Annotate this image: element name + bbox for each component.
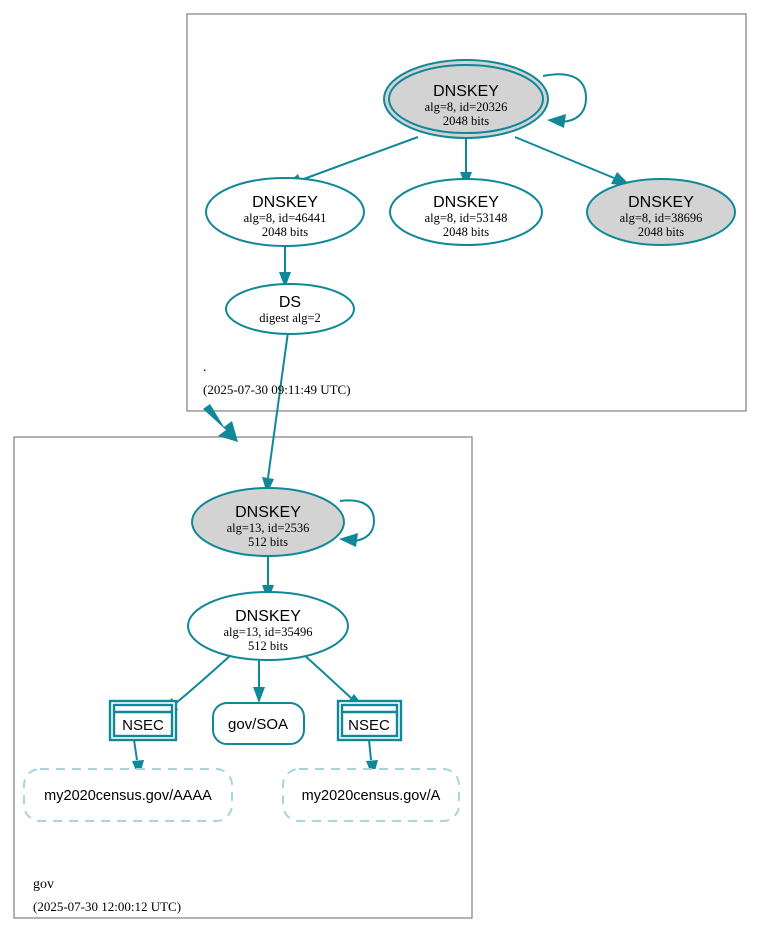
zone-label-gov-name: gov xyxy=(33,877,54,892)
node-detail: alg=8, id=38696 xyxy=(620,211,703,225)
node-title: DNSKEY xyxy=(433,83,499,100)
node-title: DS xyxy=(279,294,301,311)
node-leaf-my2020census-a[interactable]: my2020census.gov/A xyxy=(282,768,460,822)
node-title: DNSKEY xyxy=(235,504,301,521)
node-dnskey-root-ksk-20326[interactable]: DNSKEY alg=8, id=20326 2048 bits xyxy=(383,59,549,139)
node-dnskey-gov-zsk-35496[interactable]: DNSKEY alg=13, id=35496 512 bits xyxy=(187,591,349,661)
node-bits: 512 bits xyxy=(248,535,288,549)
node-nsec-right[interactable]: NSEC xyxy=(336,699,403,742)
edge-root-ksk-self-sign xyxy=(542,73,588,128)
zone-label-gov-timestamp: (2025-07-30 12:00:12 UTC) xyxy=(33,899,181,914)
node-label: NSEC xyxy=(122,717,164,734)
node-label: gov/SOA xyxy=(228,716,288,733)
node-title: DNSKEY xyxy=(252,194,318,211)
node-rrset-gov-soa[interactable]: gov/SOA xyxy=(212,702,305,745)
node-label: my2020census.gov/A xyxy=(302,788,441,804)
node-title: DNSKEY xyxy=(235,608,301,625)
node-bits: 2048 bits xyxy=(638,225,684,239)
node-bits: 2048 bits xyxy=(443,114,489,128)
node-bits: 512 bits xyxy=(248,639,288,653)
node-dnskey-root-key-38696[interactable]: DNSKEY alg=8, id=38696 2048 bits xyxy=(586,178,736,246)
node-detail: alg=8, id=20326 xyxy=(425,100,508,114)
edge-zsk-46441-to-ds xyxy=(279,245,291,288)
node-detail: digest alg=2 xyxy=(259,311,321,325)
edge-gov-ksk-self-sign xyxy=(339,499,376,547)
node-leaf-my2020census-aaaa[interactable]: my2020census.gov/AAAA xyxy=(23,768,233,822)
node-detail: alg=8, id=53148 xyxy=(425,211,508,225)
edge-ds-to-gov-ksk xyxy=(262,331,289,494)
node-nsec-left[interactable]: NSEC xyxy=(108,699,178,742)
node-detail: alg=13, id=2536 xyxy=(227,521,310,535)
node-bits: 2048 bits xyxy=(262,225,308,239)
node-label: my2020census.gov/AAAA xyxy=(44,788,212,804)
node-title: DNSKEY xyxy=(628,194,694,211)
node-title: DNSKEY xyxy=(433,194,499,211)
node-label: NSEC xyxy=(348,717,390,734)
zone-label-root-name: . xyxy=(203,360,207,375)
node-dnskey-root-zsk-46441[interactable]: DNSKEY alg=8, id=46441 2048 bits xyxy=(205,177,365,247)
node-ds[interactable]: DS digest alg=2 xyxy=(225,283,355,335)
node-bits: 2048 bits xyxy=(443,225,489,239)
node-detail: alg=8, id=46441 xyxy=(244,211,327,225)
node-detail: alg=13, id=35496 xyxy=(223,625,312,639)
node-dnskey-gov-ksk-2536[interactable]: DNSKEY alg=13, id=2536 512 bits xyxy=(191,487,345,557)
node-dnskey-root-zsk-53148[interactable]: DNSKEY alg=8, id=53148 2048 bits xyxy=(389,178,543,246)
edge-delegation-root-to-gov xyxy=(203,404,238,442)
zone-label-root-timestamp: (2025-07-30 09:11:49 UTC) xyxy=(203,382,351,397)
